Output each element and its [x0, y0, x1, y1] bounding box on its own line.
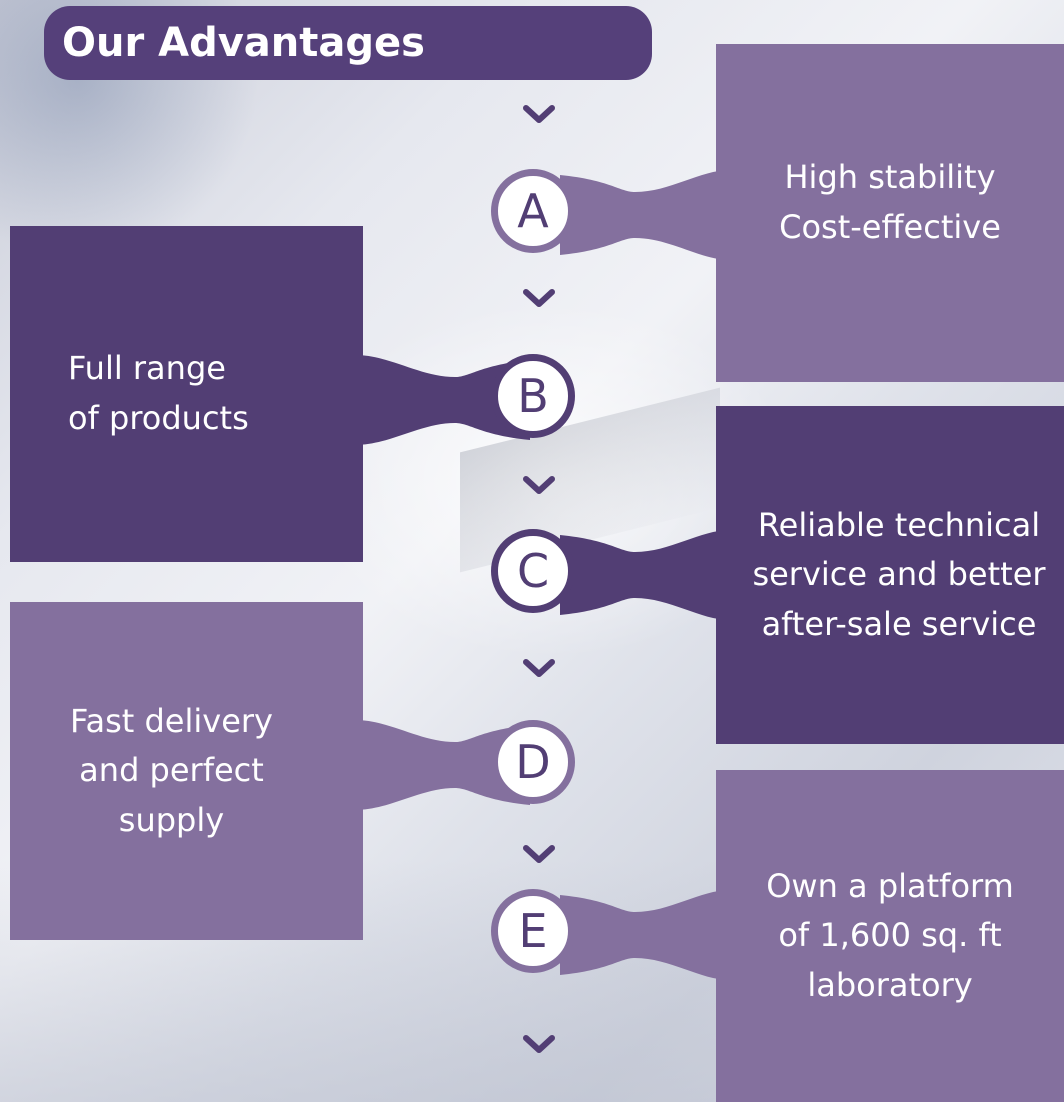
advantage-d-line-1: Fast delivery — [70, 701, 273, 740]
advantage-d-line-3: supply — [118, 800, 225, 839]
advantage-d-line-2: and perfect — [79, 751, 264, 790]
advantage-e-line-3: laboratory — [807, 965, 973, 1004]
advantage-e-line-2: of 1,600 sq. ft — [778, 916, 1002, 955]
step-circle-d: D — [491, 720, 575, 804]
chevron-down-icon — [523, 1035, 555, 1053]
step-circle-c: C — [491, 529, 575, 613]
step-letter-d: D — [515, 735, 551, 789]
page-title: Our Advantages — [44, 6, 652, 80]
advantage-box-b: Full range of products — [10, 226, 363, 562]
chevron-down-icon — [523, 105, 555, 123]
step-circle-b: B — [491, 354, 575, 438]
page-title-text: Our Advantages — [62, 20, 425, 66]
advantage-b-line-2: of products — [68, 399, 249, 437]
connector-d — [355, 720, 530, 810]
advantage-box-c: Reliable technical service and better af… — [716, 406, 1064, 744]
advantage-c-line-2: service and better — [752, 555, 1046, 594]
step-letter-a: A — [517, 184, 549, 238]
advantage-box-a: High stability Cost-effective — [716, 44, 1064, 382]
chevron-down-icon — [523, 659, 555, 677]
advantage-box-e: Own a platform of 1,600 sq. ft laborator… — [716, 770, 1064, 1102]
step-letter-b: B — [517, 369, 549, 423]
chevron-down-icon — [523, 845, 555, 863]
advantage-a-line-1: High stability — [784, 158, 996, 197]
step-letter-e: E — [518, 904, 548, 958]
advantage-c-line-1: Reliable technical — [757, 505, 1041, 544]
advantage-e-line-1: Own a platform — [766, 866, 1014, 905]
chevron-down-icon — [523, 289, 555, 307]
connector-c — [560, 530, 730, 620]
advantage-c-line-3: after-sale service — [761, 604, 1037, 643]
chevron-down-icon — [523, 476, 555, 494]
step-circle-a: A — [491, 169, 575, 253]
advantage-box-d: Fast delivery and perfect supply — [10, 602, 363, 940]
connector-b — [355, 355, 530, 445]
advantage-b-line-1: Full range — [68, 349, 226, 388]
connector-e — [560, 890, 730, 980]
advantage-a-line-2: Cost-effective — [779, 208, 1001, 246]
step-letter-c: C — [516, 544, 550, 598]
connector-a — [560, 170, 730, 260]
step-circle-e: E — [491, 889, 575, 973]
